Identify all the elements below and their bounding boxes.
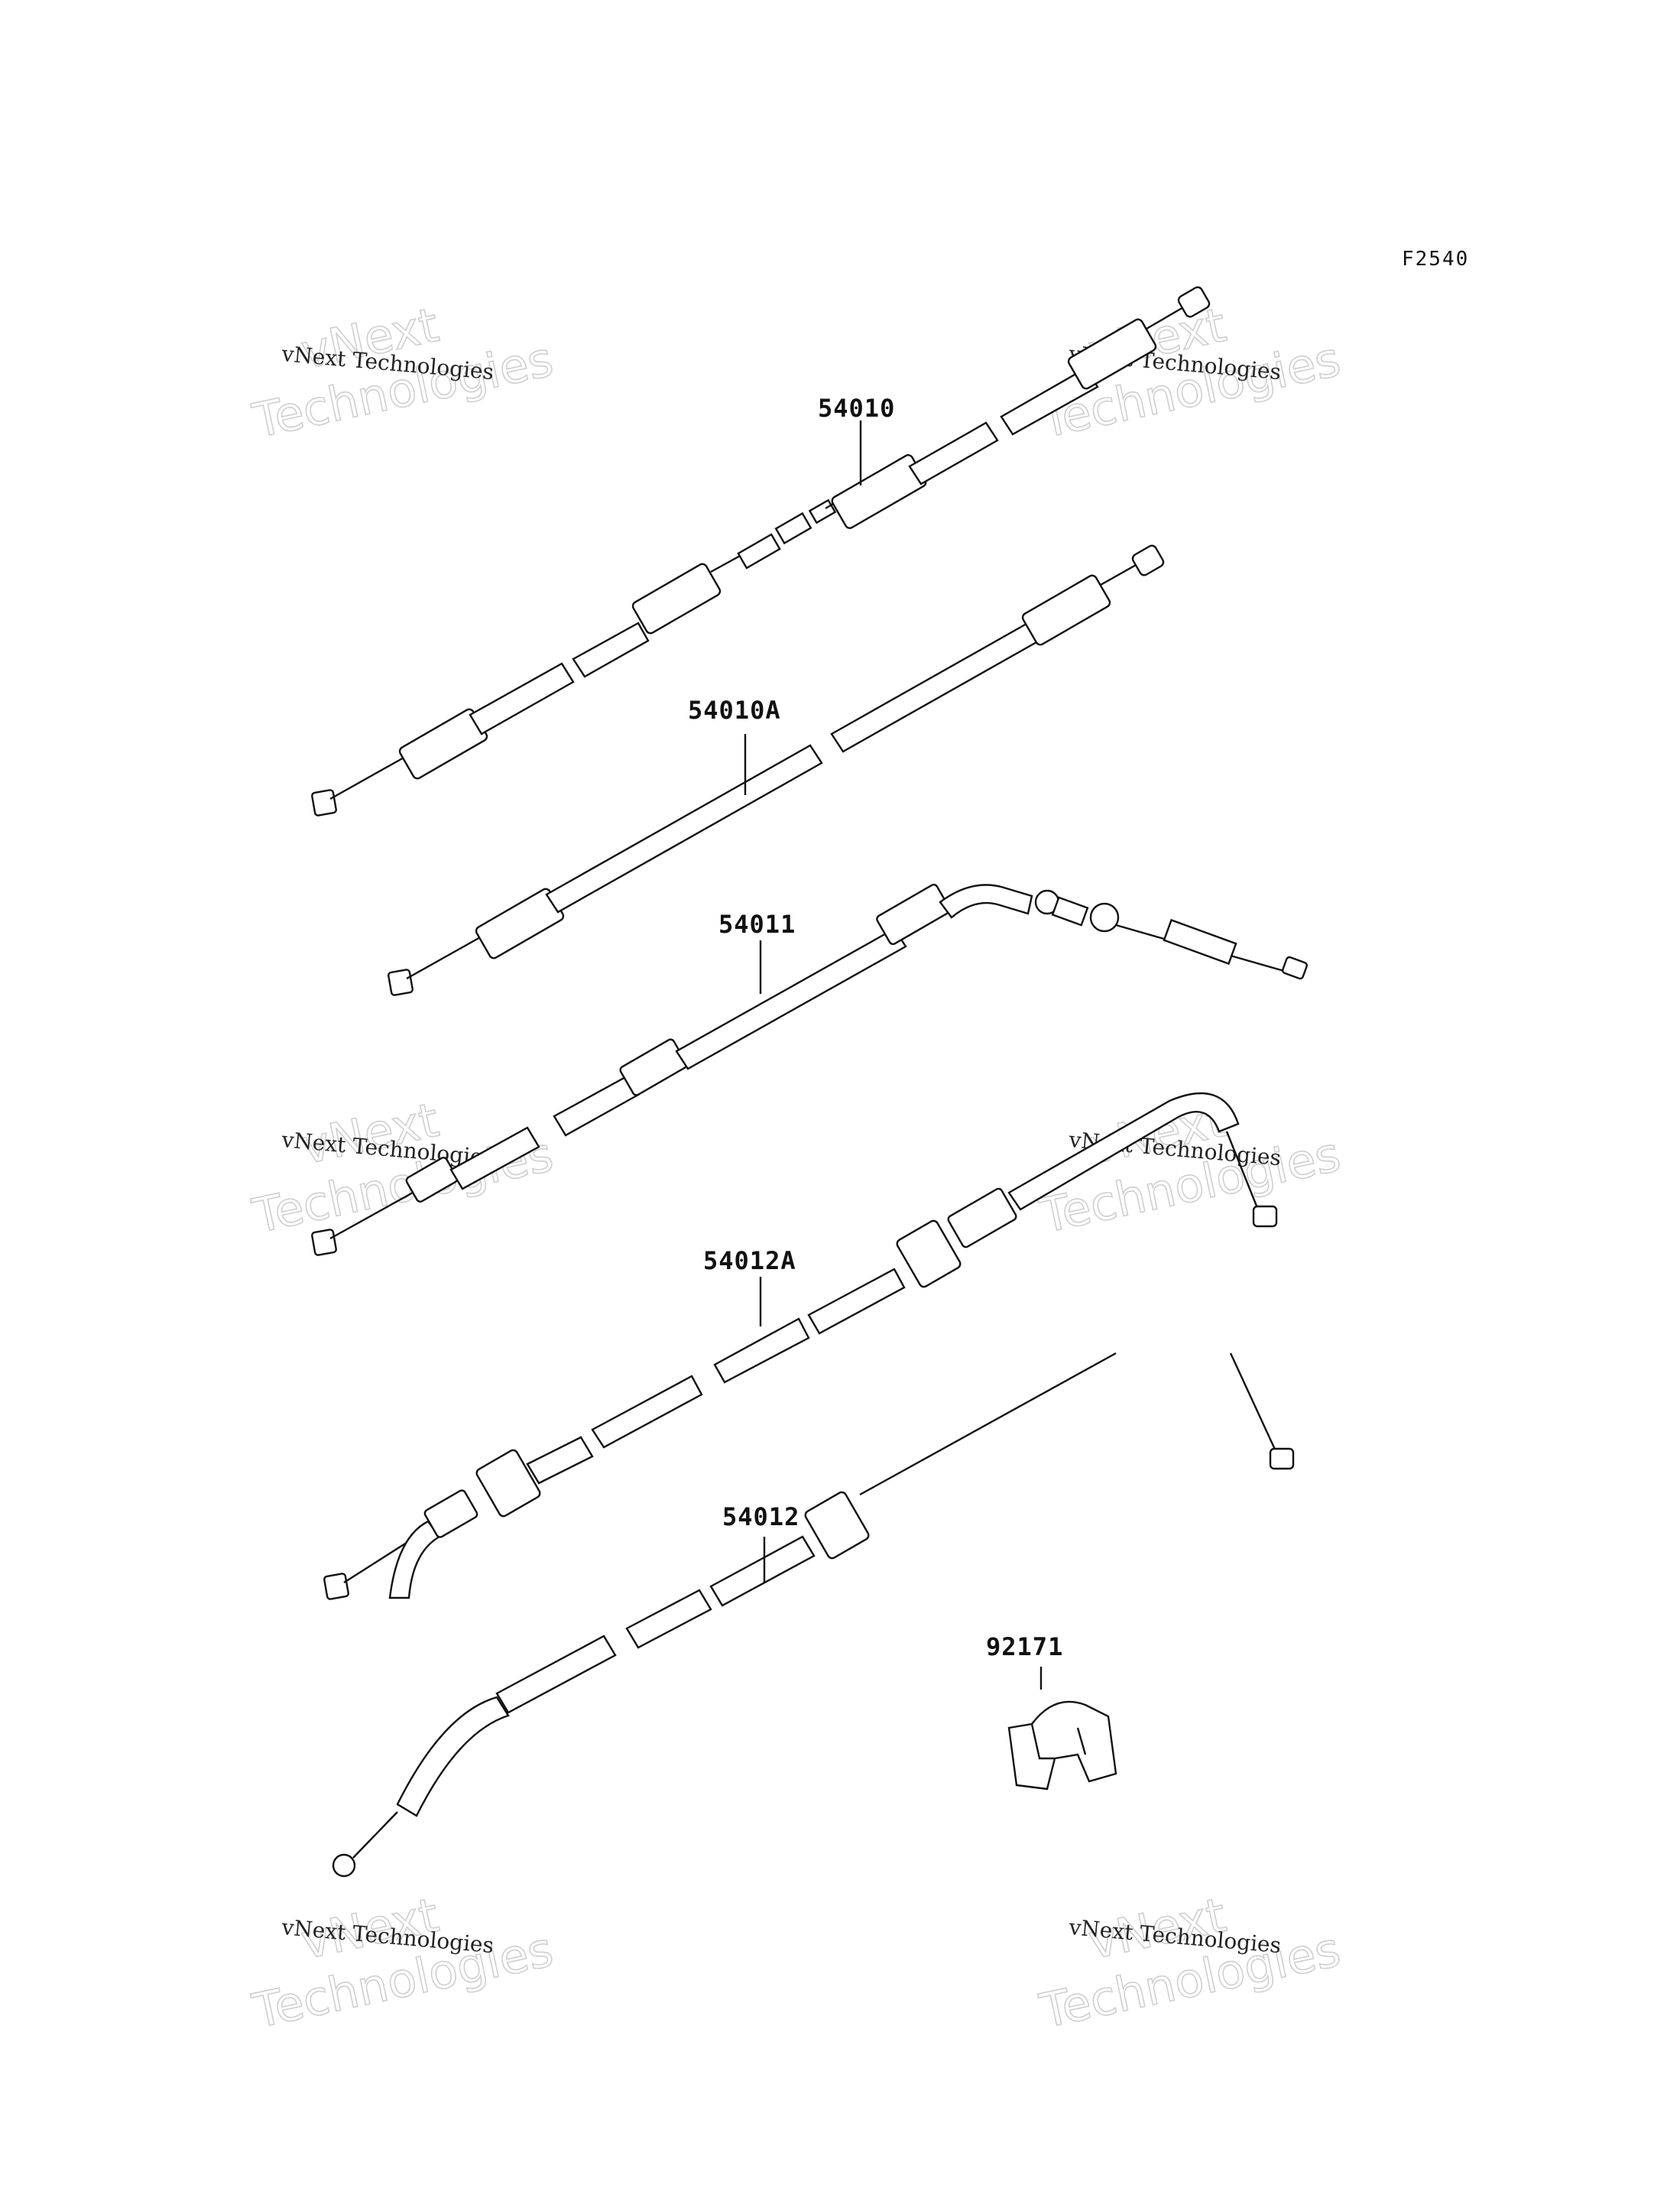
clamp-92171: 92171 (986, 1632, 1117, 1791)
part-label: 54012 (722, 1502, 799, 1531)
watermark-bottom-right: vNext Technologies vNext Technologies (1034, 1886, 1345, 2040)
cable-54010A: 54010A (388, 544, 1165, 996)
watermark-top-left: vNext Technologies vNext Technologies (247, 296, 558, 450)
part-label: 54010A (688, 696, 781, 725)
part-label: 92171 (986, 1632, 1063, 1661)
part-label: 54010 (818, 394, 895, 423)
part-label: 54011 (718, 910, 796, 939)
cable-54011: 54011 (311, 883, 1308, 1256)
figure-id: F2540 (1402, 248, 1469, 271)
cable-54012A: 54012A (323, 1092, 1278, 1600)
part-label: 54012A (703, 1246, 796, 1275)
cable-54010: 54010 (311, 286, 1211, 817)
watermark-bottom-left: vNext Technologies vNext Technologies (247, 1886, 558, 2040)
cable-54012: 54012 (332, 1352, 1295, 1878)
